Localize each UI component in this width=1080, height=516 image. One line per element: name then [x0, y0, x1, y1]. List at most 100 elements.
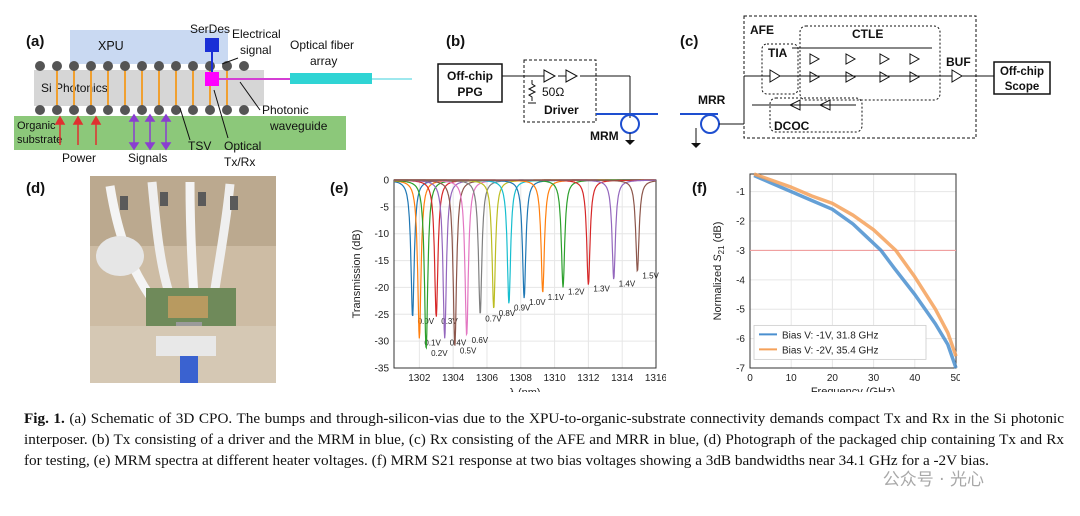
x-tick-label: 1308 [510, 373, 533, 384]
mrr-label: MRR [698, 93, 726, 107]
power-arrows [54, 115, 102, 145]
bump [69, 61, 79, 71]
voltage-label: 1.1V [548, 293, 565, 302]
x-tick-label: 20 [827, 373, 839, 384]
bumps-substrate [35, 105, 249, 115]
dcoc-label: DCOC [774, 119, 810, 133]
bump [120, 105, 130, 115]
bumps-xpu [35, 61, 249, 71]
caption-text: (a) Schematic of 3D CPO. The bumps and t… [24, 410, 1064, 469]
x-tick-label: 1314 [611, 373, 634, 384]
bump [103, 61, 113, 71]
bump [52, 105, 62, 115]
bump [52, 61, 62, 71]
serdes-block [205, 38, 219, 52]
y-tick-label: -2 [736, 217, 745, 228]
bump [35, 61, 45, 71]
y-tick-label: -10 [375, 229, 390, 240]
buf-label: BUF [946, 55, 971, 69]
organic-substrate-block [14, 116, 346, 150]
ctle-stages [769, 47, 940, 83]
bump [137, 105, 147, 115]
panel-f-label: (f) [692, 180, 707, 197]
bump [137, 61, 147, 71]
spectrum-line [393, 179, 656, 317]
panel-a-label: (a) [26, 33, 45, 50]
y-tick-label: -25 [375, 310, 390, 321]
tsv-label: TSV [188, 139, 211, 153]
xpu-label: XPU [98, 39, 124, 53]
offchip-ppg-label-2: PPG [457, 85, 482, 99]
dcoc-box [769, 97, 863, 133]
ctle-box [799, 25, 941, 101]
x-tick-label: 1306 [476, 373, 499, 384]
x-axis-label: λ (nm) [509, 387, 540, 392]
fiber-label-1: Optical fiber [290, 38, 354, 52]
packaged-chip-photo-graphic [90, 176, 276, 383]
optical-txrx-block [205, 72, 219, 86]
tx-schematic: Off-chip PPG 50Ω Driver MRM [437, 59, 658, 145]
legend-entry: Bias V: -1V, 31.8 GHz [782, 330, 879, 341]
plot-frame [749, 173, 957, 369]
electrical-signal-label-1: Electrical [232, 27, 281, 41]
y-tick-label: -4 [736, 275, 745, 286]
driver-box [523, 59, 597, 123]
signal-arrows [128, 113, 172, 151]
panel-c-label: (c) [680, 33, 699, 50]
tia-label: TIA [768, 46, 788, 60]
x-tick-label: 30 [868, 373, 880, 384]
ctle-label: CTLE [852, 27, 883, 41]
y-tick-label: -15 [375, 256, 390, 267]
y-tick-label: -7 [736, 364, 745, 375]
optical-fiber [290, 73, 372, 84]
voltage-label: 0.4V [450, 338, 467, 347]
offchip-ppg-box [437, 63, 503, 103]
power-label: Power [62, 151, 96, 165]
voltage-label: 0.3V [441, 317, 458, 326]
caption-fig-label: Fig. 1. [24, 410, 65, 427]
voltage-label: 1.3V [593, 285, 610, 294]
bump [35, 105, 45, 115]
offchip-ppg-label-1: Off-chip [447, 69, 493, 83]
x-tick-label: 50 [950, 373, 960, 384]
y-axis-label: Transmission (dB) [351, 230, 363, 319]
panel-a: (a) XPU Si Photonics Organic substrate S [0, 0, 420, 175]
series-line [753, 173, 958, 369]
voltage-label: 0.2V [431, 349, 448, 358]
y-tick-label: -20 [375, 283, 390, 294]
resistor-label: 50Ω [542, 85, 564, 99]
electrical-signal-label-2: signal [240, 43, 271, 57]
rx-schematic: AFE CTLE TIA BUF DCOC Off-chip Scope MRR [680, 15, 1051, 148]
y-tick-label: -3 [736, 246, 745, 257]
voltage-label: 0.6V [472, 336, 489, 345]
bump [205, 105, 215, 115]
panel-d-label: (d) [26, 180, 46, 197]
x-tick-label: 1316 [645, 373, 666, 384]
si-photonics-block [34, 70, 264, 106]
bump [239, 61, 249, 71]
driver-label: Driver [544, 103, 579, 117]
bump [86, 61, 96, 71]
tsv-lines [56, 70, 228, 106]
series-line [753, 172, 958, 357]
organic-substrate-label-1: Organic [17, 120, 56, 132]
voltage-label: 1.5V [642, 271, 659, 280]
y-tick-label: -6 [736, 334, 745, 345]
voltage-label: 0.8V [499, 309, 516, 318]
bump [171, 105, 181, 115]
spectrum-line [394, 179, 656, 273]
y-tick-label: -30 [375, 337, 390, 348]
spectrum-line [394, 179, 656, 299]
bump [154, 61, 164, 71]
waveguide-label-1: Photonic [262, 103, 309, 117]
optical-txrx-label-1: Optical [224, 139, 261, 153]
voltage-label: 0.9V [514, 304, 531, 313]
voltage-label: 1.2V [568, 287, 585, 296]
mrr-ring [700, 114, 720, 134]
bump [103, 105, 113, 115]
watermark: 公众号 · 光心 [882, 470, 984, 490]
bump [205, 61, 215, 71]
voltage-label: 0.5V [460, 347, 477, 356]
